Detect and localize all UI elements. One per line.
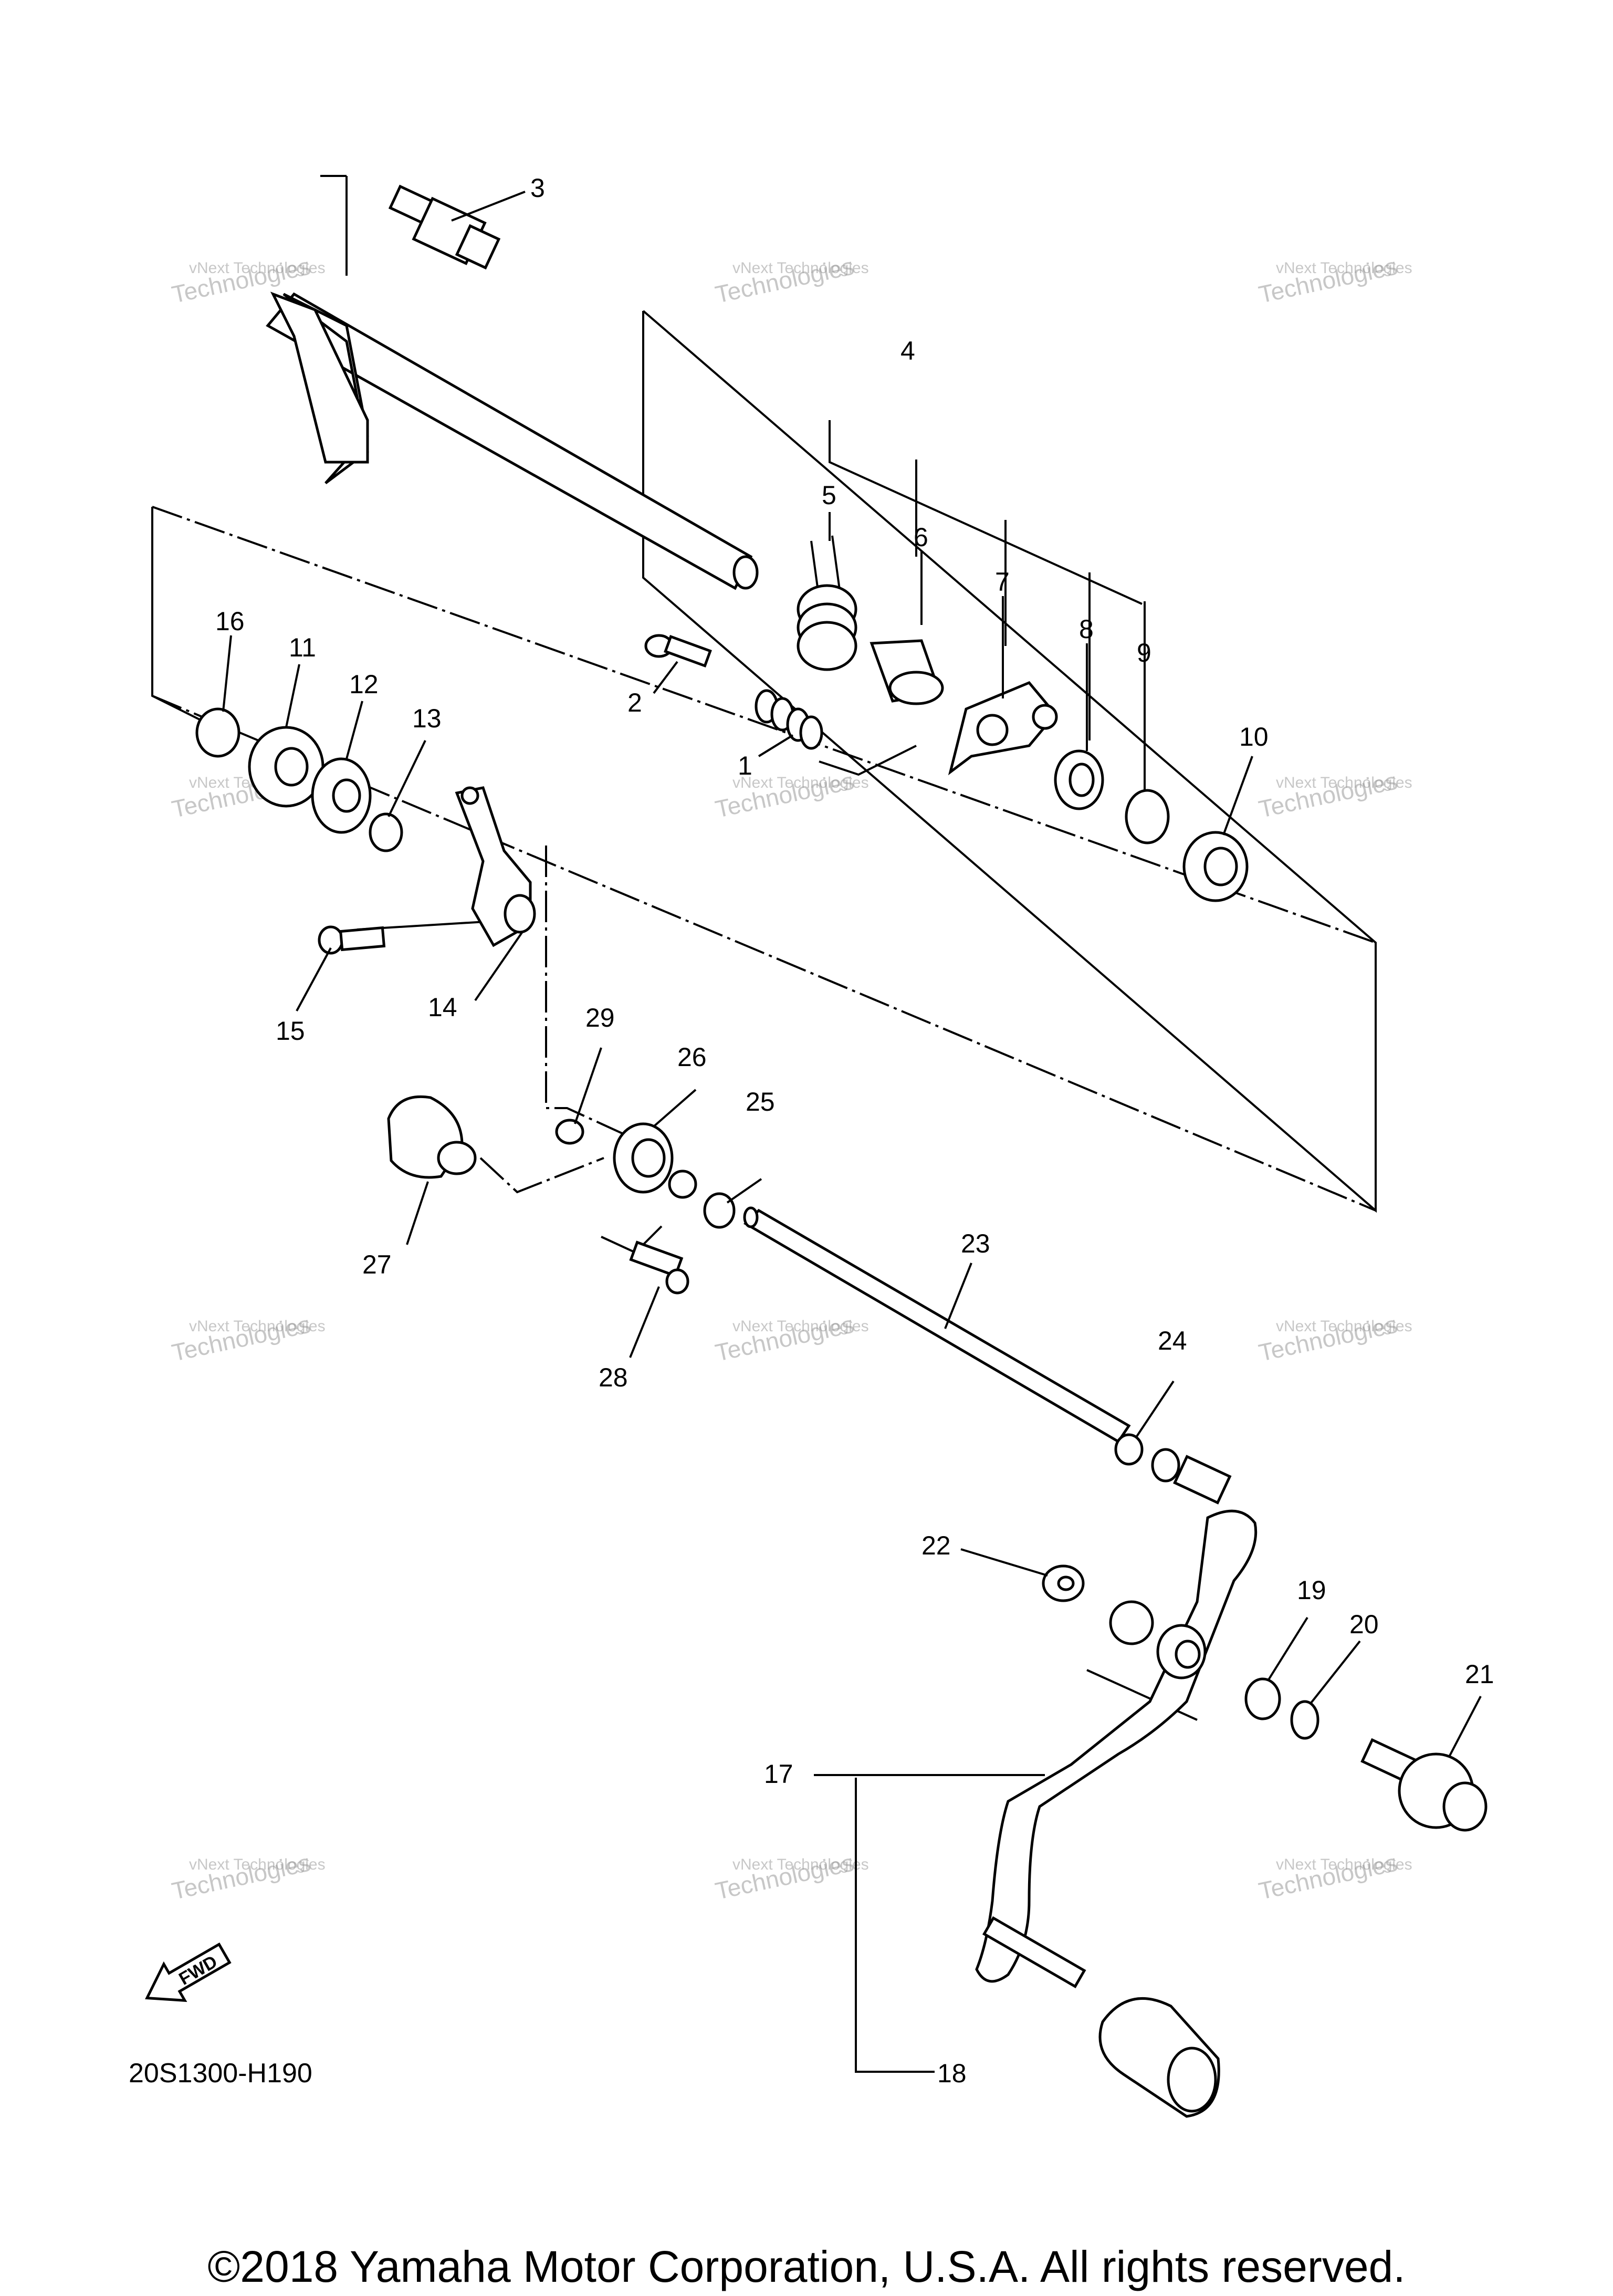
svg-text:vNext Technologies: vNext Technologies: [189, 1856, 326, 1873]
svg-text:vNext Technologies: vNext Technologies: [732, 774, 869, 791]
callout-16: 16: [215, 607, 245, 636]
leader-lines: [222, 191, 1482, 1757]
dust-cover-27: [387, 1095, 477, 1179]
watermark: vNext Technologies Technologies: [713, 1310, 869, 1366]
washer-10-hole: [1203, 847, 1238, 886]
seal-11-hole: [274, 747, 309, 787]
callout-29: 29: [585, 1003, 615, 1032]
watermarks: vNext Technologies Technologies vNext Te…: [170, 252, 1412, 1905]
callout-27: 27: [362, 1250, 392, 1279]
svg-text:vNext Technologies: vNext Technologies: [1276, 1856, 1412, 1873]
washer-8-hole: [1069, 763, 1095, 797]
watermark: vNext Technologies Technologies: [713, 767, 869, 823]
svg-text:vNext Technologies: vNext Technologies: [1276, 259, 1412, 277]
watermark: vNext Technologies Technologies: [1256, 252, 1412, 308]
shift-rod-23: [743, 1206, 1131, 1444]
circlip-9: [1125, 789, 1170, 844]
svg-text:vNext Technologies: vNext Technologies: [732, 1318, 869, 1335]
svg-text:vNext Technologies: vNext Technologies: [1276, 774, 1412, 791]
callout-2: 2: [627, 688, 642, 717]
spring-1: [755, 689, 823, 750]
svg-text:vNext Technologies: vNext Technologies: [1276, 1318, 1412, 1335]
rod-joint: [1151, 1448, 1232, 1505]
shift-pedal-17: [975, 1509, 1258, 1989]
pedal-rubber-18: [1098, 1997, 1220, 2118]
spring-5: [797, 535, 857, 671]
callout-7: 7: [995, 567, 1010, 597]
callouts: 3 4 5 6 7 8 9 2 1 10 16 11 12 13 14 15 2…: [215, 173, 1494, 2088]
svg-text:vNext Technologies: vNext Technologies: [732, 259, 869, 277]
watermark: vNext Technologies Technologies: [1256, 767, 1412, 823]
callout-14: 14: [428, 993, 457, 1022]
callout-15: 15: [276, 1016, 305, 1046]
collar-6: [870, 639, 944, 705]
callout-13: 13: [412, 704, 442, 733]
bolt-3: [388, 184, 501, 270]
circlip-13: [369, 812, 403, 852]
fwd-arrow-icon: FWD: [145, 1942, 232, 2002]
joint-26: [613, 1122, 697, 1199]
svg-text:vNext Technologies: vNext Technologies: [189, 1318, 326, 1335]
drawing-code: 20S1300-H190: [129, 2058, 312, 2089]
watermark: vNext Technologies Technologies: [1256, 1310, 1412, 1366]
washer-12-hole: [332, 778, 361, 813]
callout-18: 18: [937, 2059, 967, 2088]
circlip-20: [1290, 1700, 1319, 1740]
svg-text:vNext Technologies: vNext Technologies: [189, 259, 326, 277]
washer-22-hole: [1057, 1575, 1075, 1591]
washer-19: [1244, 1677, 1281, 1720]
callout-28: 28: [599, 1363, 628, 1392]
callout-5: 5: [822, 481, 836, 510]
bearing-16: [195, 707, 240, 758]
callout-22: 22: [921, 1531, 951, 1560]
callout-23: 23: [961, 1229, 990, 1258]
callout-6: 6: [914, 523, 928, 552]
copyright-notice: ©2018 Yamaha Motor Corporation, U.S.A. A…: [207, 2242, 1406, 2291]
collar-29: [555, 1119, 584, 1145]
callout-12: 12: [349, 670, 379, 699]
callout-19: 19: [1297, 1575, 1326, 1605]
svg-text:vNext Technologies: vNext Technologies: [732, 1856, 869, 1873]
callout-1: 1: [738, 751, 752, 780]
callout-24: 24: [1158, 1326, 1187, 1355]
bolt-28: [629, 1240, 689, 1295]
assembly-lines: [151, 175, 1377, 2073]
callout-10: 10: [1239, 722, 1269, 752]
bolt-21: [1360, 1738, 1488, 1832]
shift-shaft: [266, 291, 759, 590]
watermark: vNext Technologies Technologies: [713, 252, 869, 308]
watermark: vNext Technologies Technologies: [170, 1849, 326, 1905]
shift-arm-14: [455, 786, 536, 947]
parts: [195, 184, 1488, 2118]
watermark: vNext Technologies Technologies: [1256, 1849, 1412, 1905]
callout-8: 8: [1079, 614, 1094, 644]
nut-25: [703, 1192, 736, 1229]
watermark: vNext Technologies Technologies: [170, 1310, 326, 1366]
nut-24: [1114, 1433, 1144, 1466]
callout-4: 4: [900, 336, 915, 366]
callout-9: 9: [1137, 638, 1151, 667]
callout-3: 3: [530, 173, 545, 203]
bolt-2: [644, 634, 712, 667]
bolt-15: [318, 925, 386, 955]
callout-26: 26: [677, 1042, 707, 1072]
watermark: vNext Technologies Technologies: [713, 1849, 869, 1905]
callout-11: 11: [289, 633, 316, 662]
callout-21: 21: [1465, 1660, 1494, 1689]
lever-7: [948, 681, 1058, 776]
callout-17: 17: [764, 1759, 793, 1789]
callout-25: 25: [746, 1087, 775, 1116]
callout-20: 20: [1349, 1610, 1379, 1639]
